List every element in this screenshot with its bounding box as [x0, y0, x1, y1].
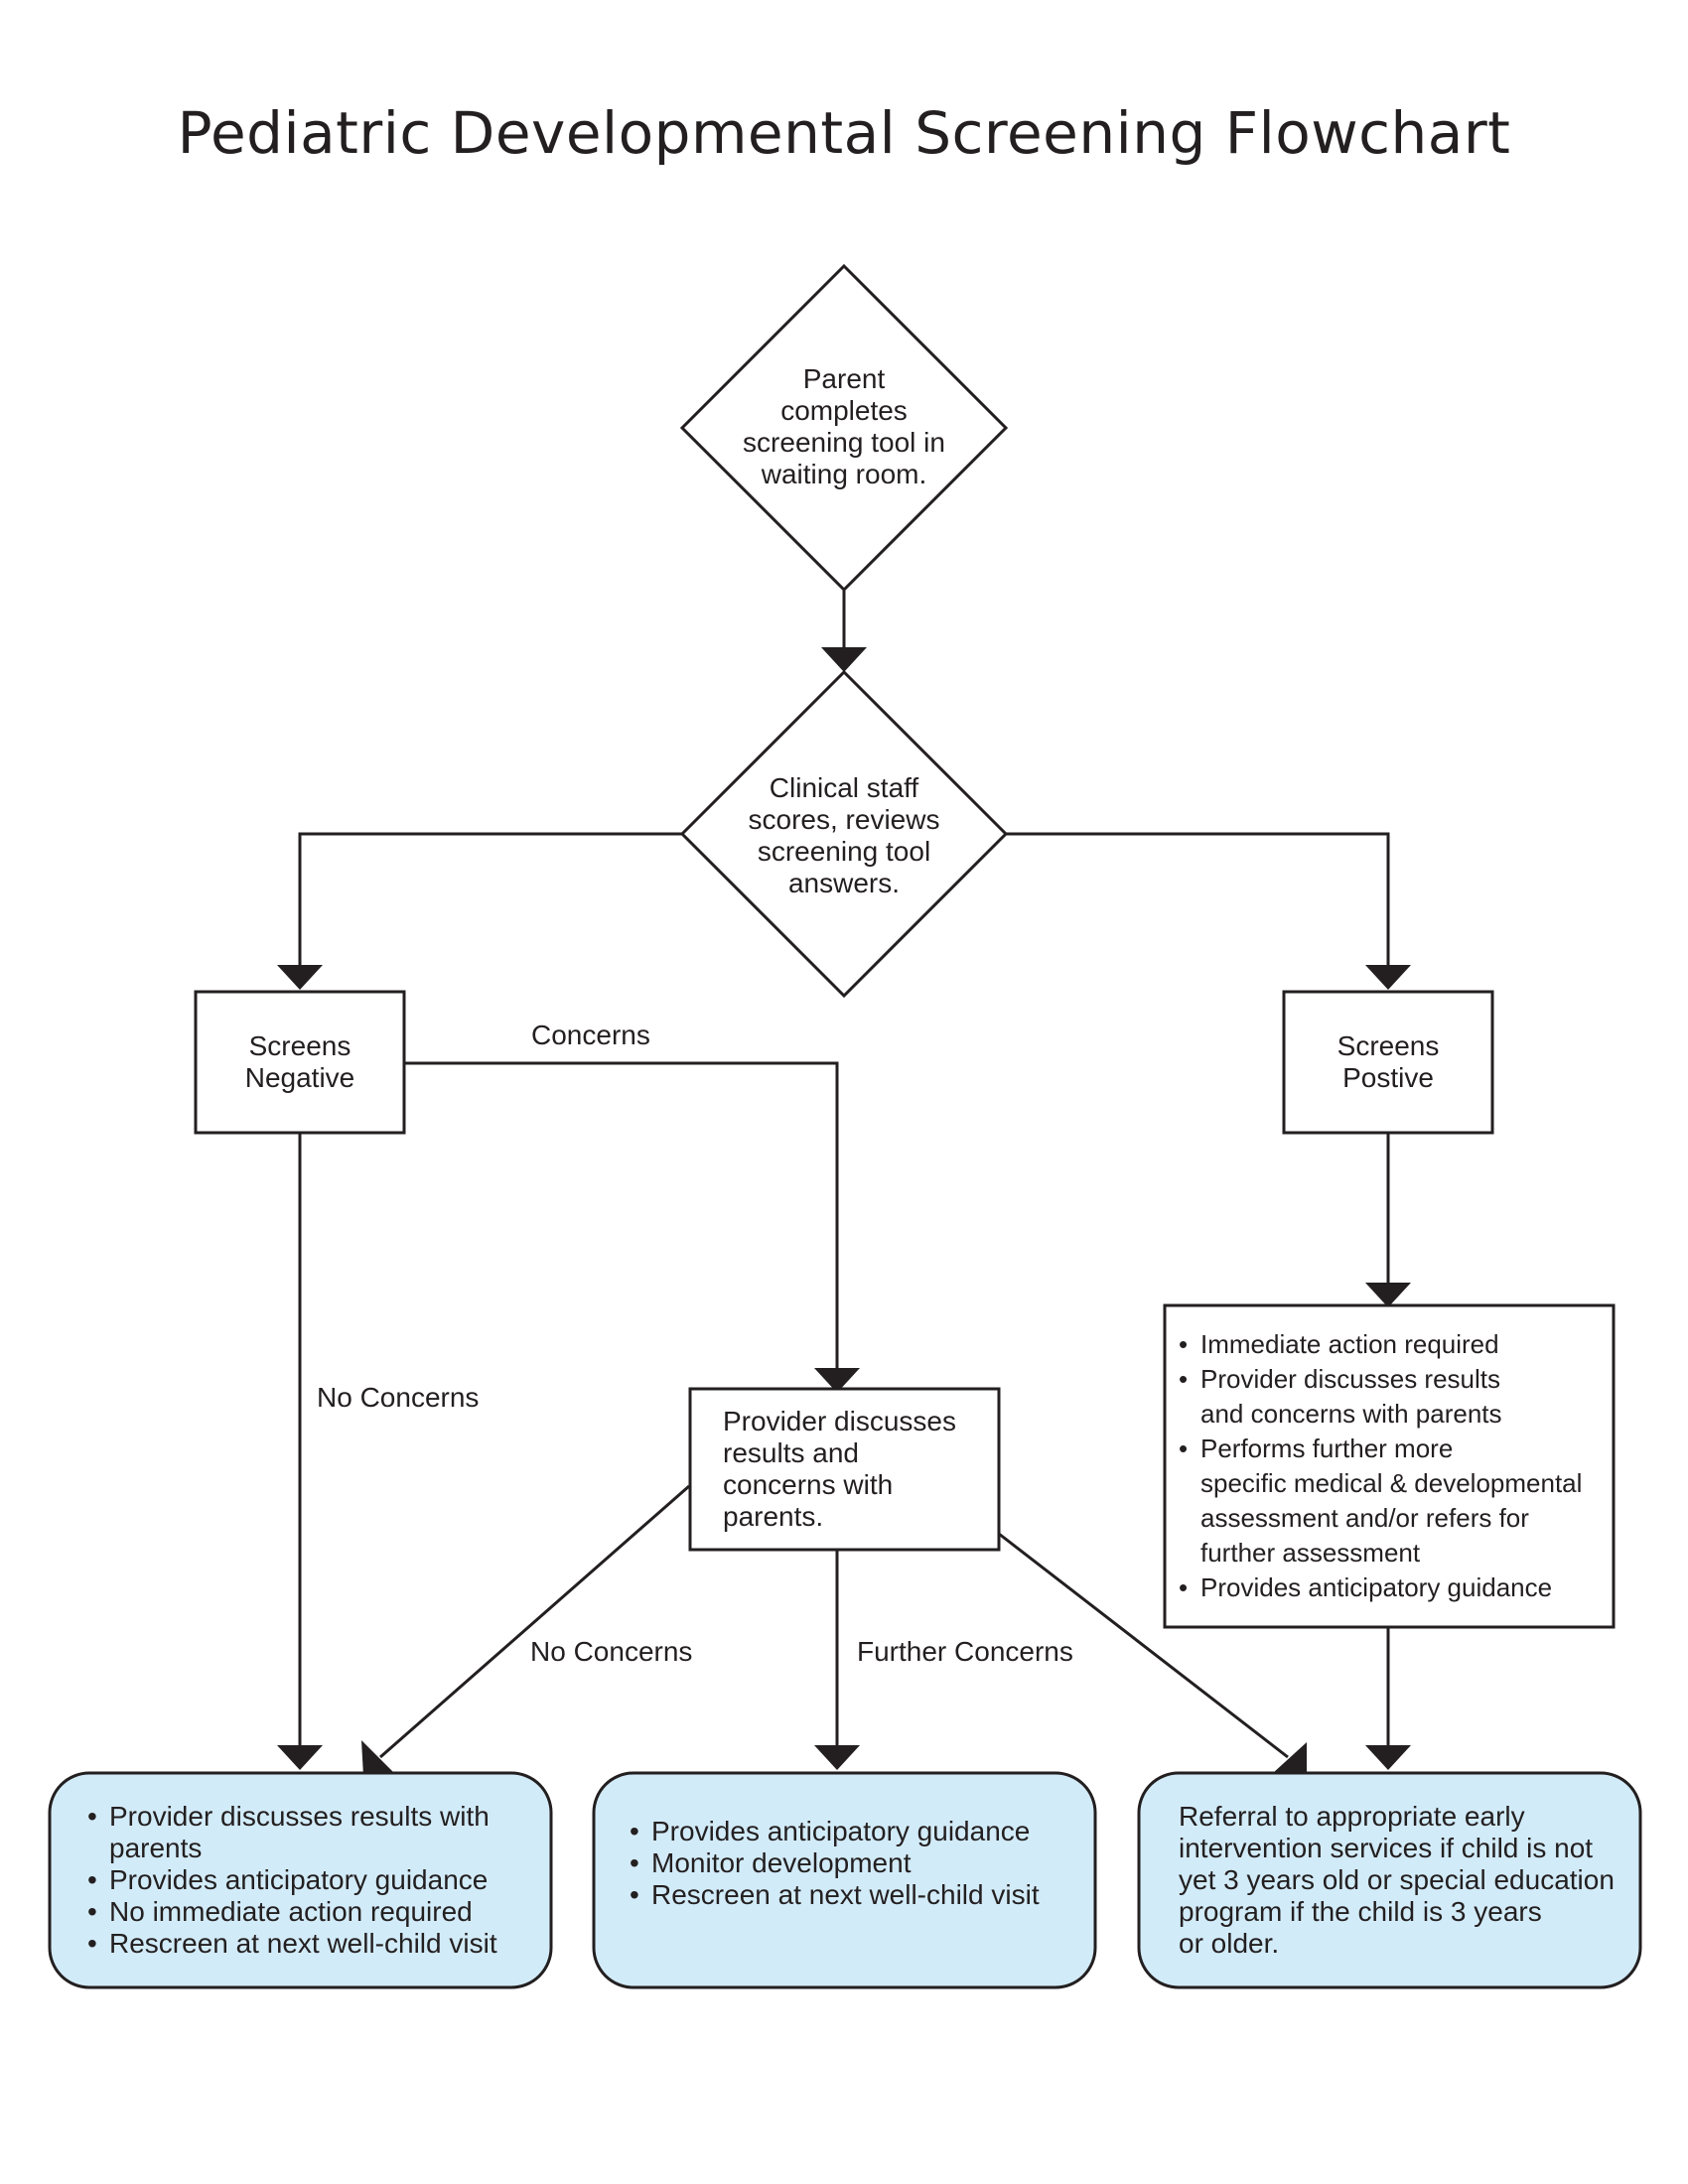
edge-label-concerns: Concerns: [531, 1020, 650, 1050]
edge-label-further-concerns: Further Concerns: [857, 1636, 1073, 1667]
provider-discusses-shape: [688, 1387, 1001, 1552]
list-item: Provides anticipatory guidance: [85, 1864, 497, 1896]
outcome-right-shape: [1137, 1771, 1642, 1989]
list-item: Rescreen at next well-child visit: [85, 1928, 497, 1960]
outcome-middle: Provides anticipatory guidance Monitor d…: [594, 1773, 1095, 1987]
arrowhead-staff: [821, 647, 867, 672]
list-item: Provider discusses results with parents: [85, 1801, 497, 1864]
edge-provider-no-concerns: [379, 1484, 690, 1759]
outcome-middle-list: Provides anticipatory guidance Monitor d…: [628, 1816, 1040, 1911]
box-provider-discusses-label: Provider discusses results and concerns …: [723, 1406, 956, 1532]
outcome-right-text: Referral to appropriate early interventi…: [1179, 1801, 1615, 1959]
edge-staff-to-positive: [1004, 832, 1390, 965]
edge-label-no-concerns-mid: No Concerns: [530, 1636, 693, 1667]
arrowhead-negative: [277, 965, 323, 990]
arrowhead-further-concerns: [814, 1745, 860, 1770]
list-item: Performs further more specific medical &…: [1177, 1432, 1582, 1570]
arrowhead-positive: [1365, 965, 1411, 990]
arrowhead-no-concerns-mid: [361, 1740, 393, 1776]
page-title: Pediatric Developmental Screening Flowch…: [177, 99, 1511, 167]
arrowhead-provider: [814, 1368, 860, 1393]
list-item: Immediate action required: [1177, 1327, 1582, 1362]
arrowhead-negative-down: [277, 1745, 323, 1770]
outcome-left-list: Provider discusses results with parents …: [85, 1801, 497, 1960]
edge-provider-to-referral: [998, 1532, 1289, 1759]
outcome-left: Provider discusses results with parents …: [50, 1773, 551, 1987]
box-screens-positive: Screens Postive: [1284, 992, 1492, 1133]
diamond-clinical-staff: Clinical staff scores, reviews screening…: [715, 747, 973, 925]
screens-positive-shape: [1282, 990, 1494, 1135]
list-item: Provides anticipatory guidance: [628, 1816, 1040, 1847]
list-item: Provider discusses results and concerns …: [1177, 1362, 1582, 1432]
list-item: Monitor development: [628, 1847, 1040, 1879]
edge-negative-concerns: [404, 1061, 839, 1368]
diamond-staff-shape: [679, 669, 1009, 999]
connectors: [298, 591, 1390, 1759]
arrowhead-provider-referral: [1273, 1742, 1307, 1776]
box-screens-negative: Screens Negative: [196, 992, 404, 1133]
arrowheads: [277, 647, 1411, 1776]
diamond-parent-shape: [679, 263, 1009, 593]
box-positive-actions: Immediate action required Provider discu…: [1165, 1305, 1614, 1627]
arrowhead-positive-down: [1365, 1283, 1411, 1307]
arrowhead-actions-down: [1365, 1745, 1411, 1770]
box-provider-discusses: Provider discusses results and concerns …: [690, 1389, 999, 1550]
screens-negative-shape: [194, 990, 406, 1135]
edge-label-no-concerns-left: No Concerns: [317, 1382, 480, 1413]
diamond-parent-completes: Parent completes screening tool in waiti…: [715, 338, 973, 516]
diamond-clinical-staff-label: Clinical staff scores, reviews screening…: [748, 772, 940, 898]
list-item: No immediate action required: [85, 1896, 497, 1928]
list-item: Rescreen at next well-child visit: [628, 1879, 1040, 1911]
positive-actions-list: Immediate action required Provider discu…: [1177, 1327, 1582, 1605]
outcome-right: Referral to appropriate early interventi…: [1139, 1773, 1640, 1987]
edge-staff-to-negative: [298, 832, 685, 965]
box-screens-positive-label: Screens Postive: [1336, 1030, 1440, 1093]
diamond-parent-completes-label: Parent completes screening tool in waiti…: [743, 363, 945, 489]
box-screens-negative-label: Screens Negative: [244, 1030, 355, 1093]
list-item: Provides anticipatory guidance: [1177, 1570, 1582, 1605]
